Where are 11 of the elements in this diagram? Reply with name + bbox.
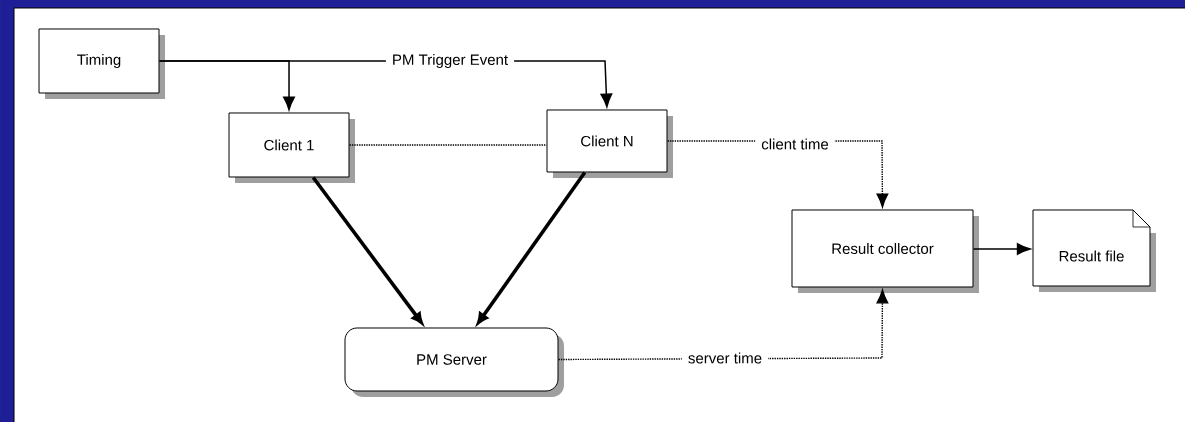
arrow [972, 243, 1031, 255]
arrow [476, 171, 587, 325]
edge-label: client time [755, 136, 835, 152]
process-box: Result collector [791, 209, 979, 293]
arrow [311, 176, 423, 325]
process-box: Client N [546, 109, 673, 178]
edge-label: PM Trigger Event [385, 52, 515, 70]
edge-label: server time [681, 350, 769, 366]
process-box: Client 1 [228, 112, 355, 183]
server-box: PM Server [344, 327, 564, 397]
process-box: Timing [38, 28, 165, 99]
